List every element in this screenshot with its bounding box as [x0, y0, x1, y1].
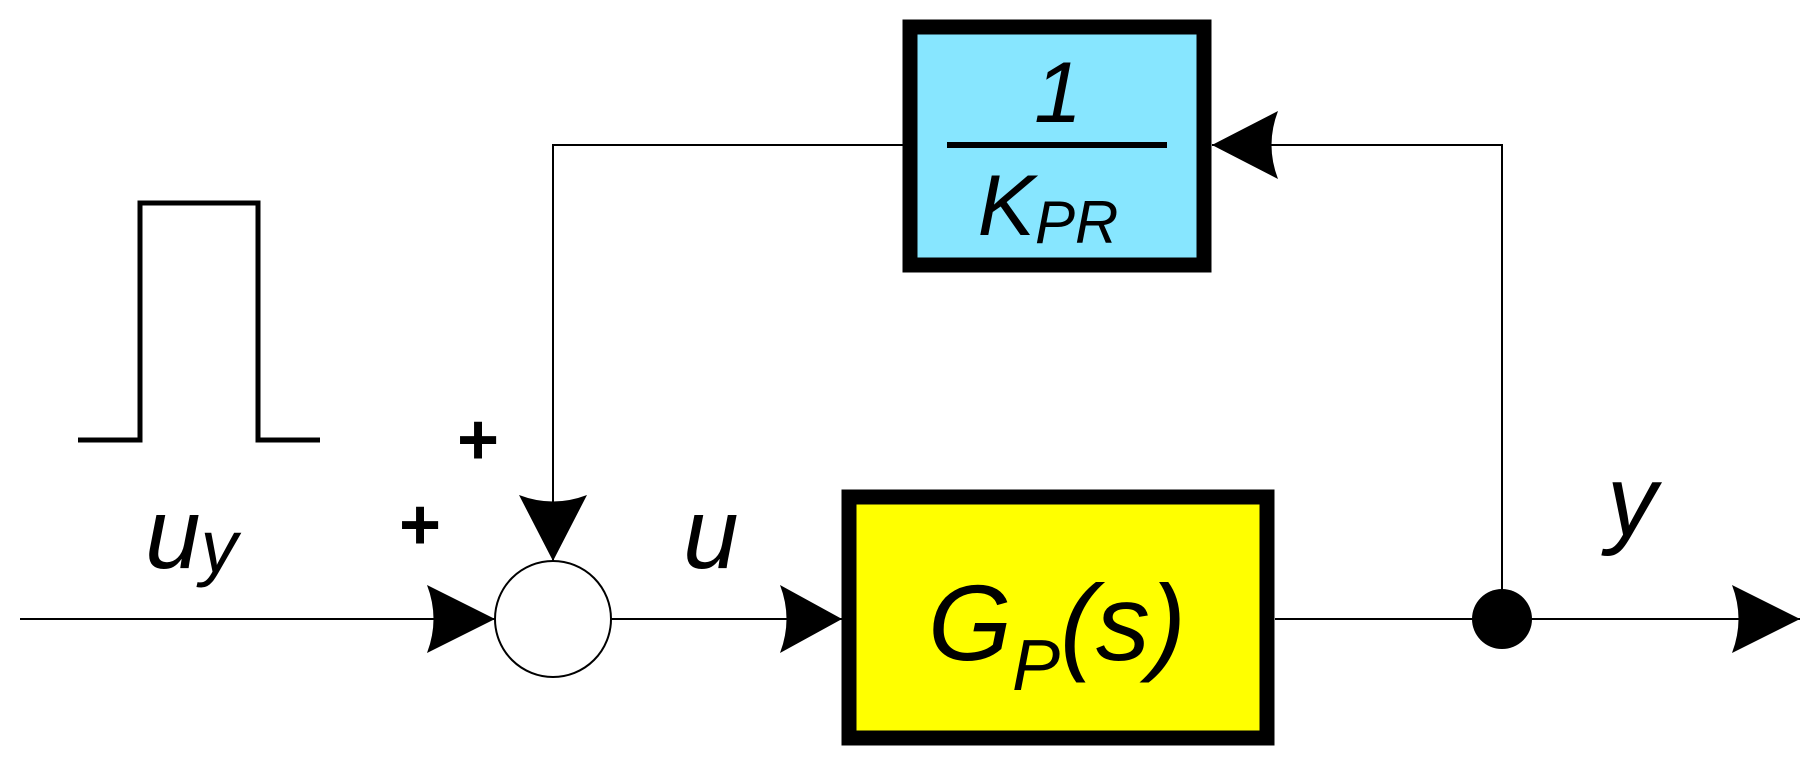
sign-input: +: [399, 485, 441, 565]
plant-block: [841, 489, 1275, 746]
feedback-denominator-base: K: [978, 158, 1039, 254]
plant-label-sub: P: [1012, 626, 1060, 706]
feedback-denominator-sub: PR: [1035, 189, 1118, 256]
feedback-numerator: 1: [1034, 45, 1082, 141]
summing-junction: [494, 560, 612, 678]
input-signal-sub: y: [196, 505, 242, 588]
feedback-denominator: KPR: [978, 158, 1119, 256]
output-signal-label: y: [1601, 445, 1663, 557]
plant-label-arg: s: [1096, 562, 1150, 683]
feedback-line-right: [1212, 144, 1503, 619]
input-signal-label: uy: [145, 478, 242, 590]
feedback-arrowhead-junction: [519, 495, 587, 561]
control-arrowhead: [780, 585, 842, 653]
input-signal-base: u: [145, 478, 201, 590]
plant-label-base: G: [928, 562, 1012, 683]
pulse-signal-icon: [78, 200, 320, 443]
feedback-line-left: [552, 144, 903, 561]
sign-feedback: +: [457, 400, 499, 480]
control-signal-label: u: [683, 478, 739, 590]
output-arrowhead: [1732, 585, 1800, 653]
input-arrowhead: [427, 585, 495, 653]
feedback-arrowhead-block: [1212, 111, 1278, 179]
plant-label: GP(s): [928, 562, 1186, 706]
